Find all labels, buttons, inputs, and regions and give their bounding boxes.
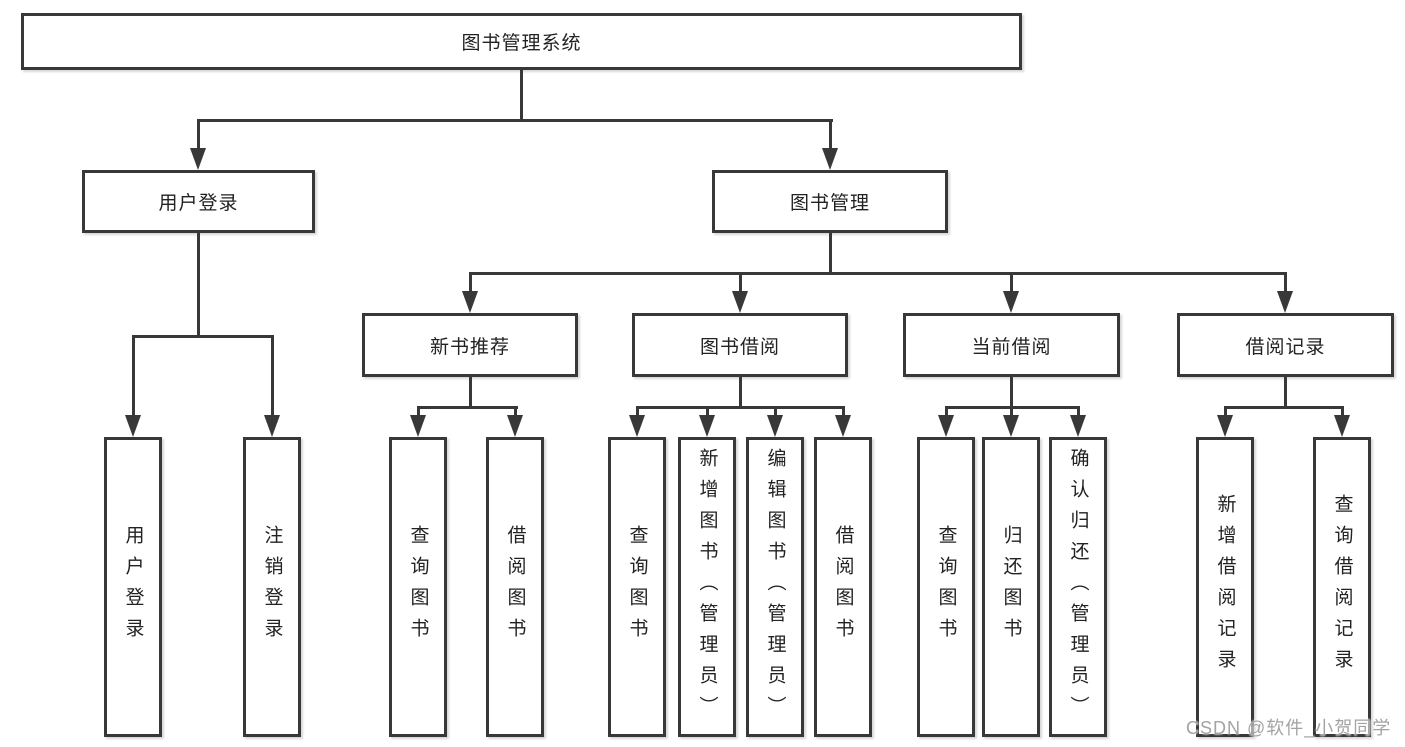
leaf-query-book-current: 查询图书 [917, 437, 975, 737]
connector-line [132, 335, 135, 419]
arrowhead [835, 415, 851, 437]
connector-line [842, 406, 845, 420]
arrowhead [629, 415, 645, 437]
arrowhead [190, 148, 206, 170]
arrowhead [732, 291, 748, 313]
connector-line [829, 233, 832, 275]
node-root-label: 图书管理系统 [461, 33, 582, 54]
connector-line [417, 406, 518, 409]
node-book-management-label: 图书管理 [789, 193, 870, 214]
connector-line [1010, 377, 1013, 409]
connector-line [417, 406, 420, 420]
leaf-logout-label: 注销登录 [261, 525, 283, 649]
connector-line [197, 119, 833, 122]
arrowhead [1217, 415, 1233, 437]
node-borrow-records: 借阅记录 [1177, 313, 1394, 377]
connector-line [1224, 406, 1227, 420]
connector-line [739, 272, 742, 297]
leaf-user-login: 用户登录 [104, 437, 162, 737]
node-book-borrow: 图书借阅 [632, 313, 848, 377]
leaf-query-book-recommend: 查询图书 [389, 437, 447, 737]
connector-line [1284, 272, 1287, 297]
connector-line [1010, 272, 1013, 297]
leaf-user-login-label: 用户登录 [122, 525, 144, 649]
connector-line [636, 406, 845, 409]
leaf-add-borrow-record: 新增借阅记录 [1196, 437, 1254, 737]
leaf-add-borrow-record-label: 新增借阅记录 [1214, 494, 1236, 680]
leaf-query-book-borrow-label: 查询图书 [626, 525, 648, 649]
leaf-query-borrow-record: 查询借阅记录 [1313, 437, 1371, 737]
leaf-query-book-current-label: 查询图书 [935, 525, 957, 649]
node-user-login: 用户登录 [82, 170, 315, 233]
connector-line [1010, 406, 1013, 420]
connector-line [520, 70, 523, 122]
leaf-edit-book-admin-label: 编辑图书（管理员） [764, 447, 786, 727]
connector-line [945, 406, 948, 420]
leaf-query-borrow-record-label: 查询借阅记录 [1331, 494, 1353, 680]
leaf-borrow-book-recommend: 借阅图书 [486, 437, 544, 737]
leaf-query-book-borrow: 查询图书 [608, 437, 666, 737]
connector-line [469, 377, 472, 409]
leaf-query-book-recommend-label: 查询图书 [407, 525, 429, 649]
leaf-confirm-return-admin-label: 确认归还（管理员） [1067, 447, 1089, 727]
leaf-return-book: 归还图书 [982, 437, 1040, 737]
connector-line [469, 272, 1287, 275]
leaf-borrow-book-label: 借阅图书 [832, 525, 854, 649]
arrowhead [264, 415, 280, 437]
leaf-return-book-label: 归还图书 [1000, 525, 1022, 649]
connector-line [739, 377, 742, 409]
leaf-add-book-admin-label: 新增图书（管理员） [696, 447, 718, 727]
connector-line [774, 406, 777, 420]
arrowhead [822, 148, 838, 170]
leaf-logout: 注销登录 [243, 437, 301, 737]
node-book-management: 图书管理 [712, 170, 948, 233]
node-user-login-label: 用户登录 [158, 193, 239, 214]
node-current-borrow: 当前借阅 [903, 313, 1120, 377]
node-new-book-recommend-label: 新书推荐 [429, 336, 510, 358]
arrowhead [767, 415, 783, 437]
connector-line [469, 272, 472, 297]
leaf-edit-book-admin: 编辑图书（管理员） [746, 437, 804, 737]
connector-line [1224, 406, 1344, 409]
csdn-watermark: CSDN @软件_小贺同学 [1186, 718, 1392, 738]
node-new-book-recommend: 新书推荐 [362, 313, 578, 377]
connector-line [1284, 377, 1287, 409]
connector-line [706, 406, 709, 420]
connector-line [1341, 406, 1344, 420]
arrowhead [410, 415, 426, 437]
connector-line [197, 119, 200, 152]
connector-line [271, 335, 274, 419]
connector-line [829, 119, 832, 152]
connector-line [636, 406, 639, 420]
arrowhead [1003, 415, 1019, 437]
connector-line [1077, 406, 1080, 420]
node-borrow-records-label: 借阅记录 [1245, 336, 1326, 358]
arrowhead [462, 291, 478, 313]
arrowhead [1277, 291, 1293, 313]
arrowhead [125, 415, 141, 437]
connector-line [132, 335, 274, 338]
connector-line [514, 406, 517, 420]
node-book-borrow-label: 图书借阅 [699, 336, 780, 358]
arrowhead [699, 415, 715, 437]
leaf-borrow-book: 借阅图书 [814, 437, 872, 737]
arrowhead [1334, 415, 1350, 437]
leaf-borrow-book-recommend-label: 借阅图书 [504, 525, 526, 649]
arrowhead [507, 415, 523, 437]
node-current-borrow-label: 当前借阅 [971, 336, 1052, 358]
connector-line [197, 233, 200, 338]
leaf-confirm-return-admin: 确认归还（管理员） [1049, 437, 1107, 737]
arrowhead [938, 415, 954, 437]
node-root: 图书管理系统 [21, 13, 1022, 70]
leaf-add-book-admin: 新增图书（管理员） [678, 437, 736, 737]
arrowhead [1003, 291, 1019, 313]
arrowhead [1070, 415, 1086, 437]
